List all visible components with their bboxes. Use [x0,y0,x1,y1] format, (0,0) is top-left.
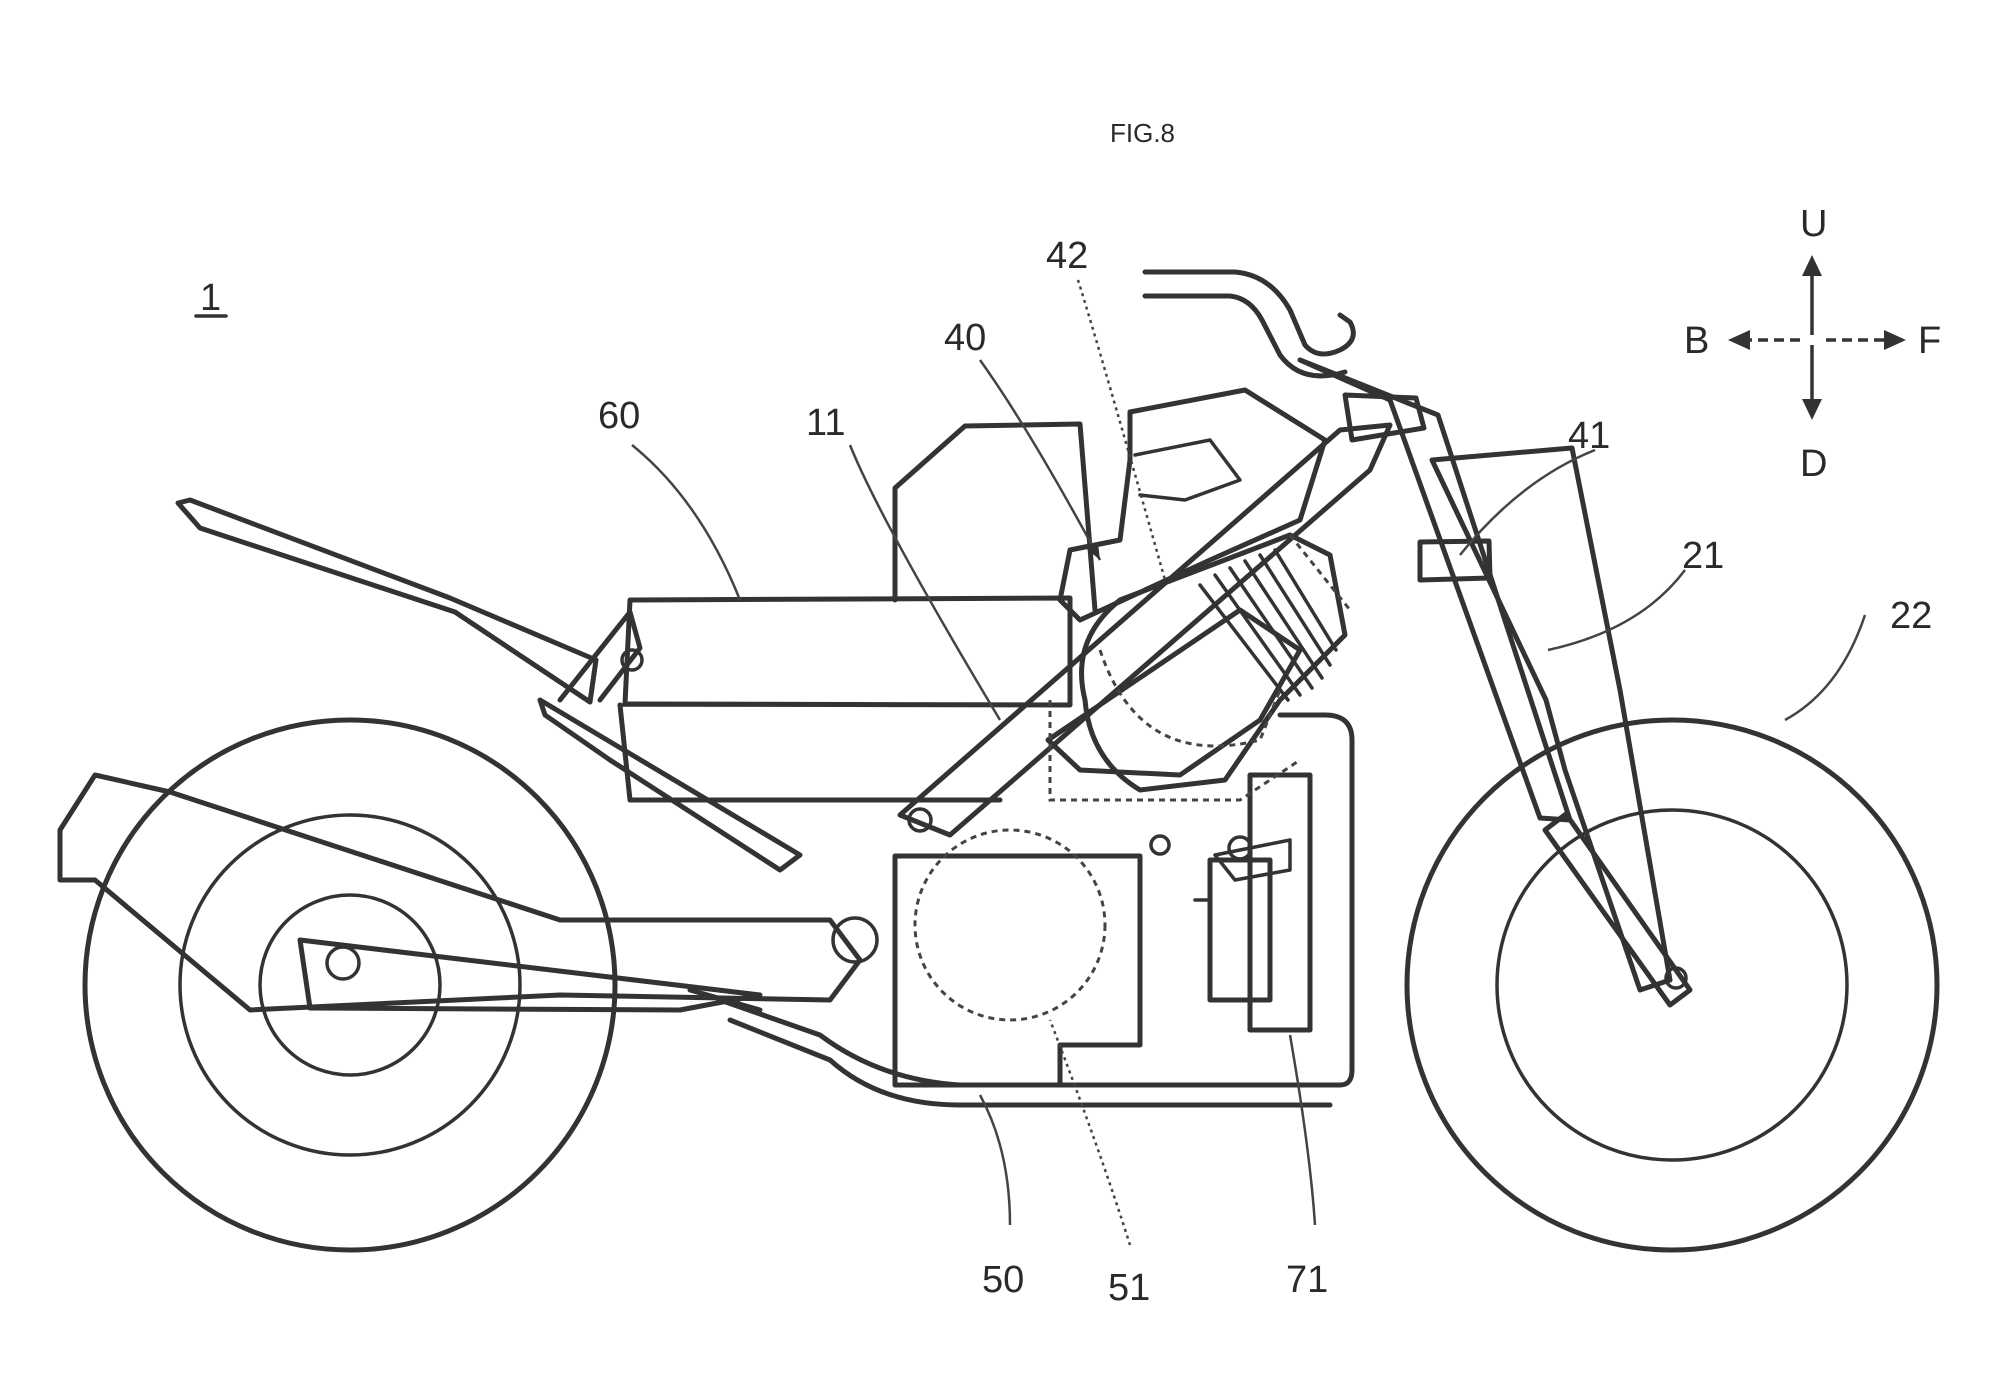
vehicle-reference-number: 1 [200,277,221,319]
leader-40-arrowhead [1082,543,1100,560]
rear-wheel [82,717,618,1253]
direction-compass: U D B F [1684,203,1941,485]
rear-subframe [175,497,803,873]
engine-cylinder [1079,532,1348,793]
label-51: 51 [1108,1267,1150,1309]
label-50: 50 [982,1259,1024,1301]
label-22: 22 [1890,595,1932,637]
label-71: 71 [1286,1259,1328,1301]
label-11: 11 [806,402,845,444]
front-wheel [1404,717,1940,1253]
seat [617,595,1073,803]
label-42: 42 [1046,235,1088,277]
figure-title: FIG.8 [1110,118,1175,148]
compass-up-label: U [1800,203,1827,245]
main-frame [897,422,1393,882]
motor-housing [892,828,1143,1088]
control-unit [1193,772,1313,1033]
handlebar [1142,269,1356,379]
front-fork [1297,357,1693,1008]
fuel-tank [892,387,1328,623]
swing-arm [57,772,879,1013]
label-60: 60 [598,395,640,437]
compass-front-label: F [1918,320,1941,362]
compass-back-label: B [1684,320,1709,362]
lower-cradle-frame [687,712,1355,1108]
compass-down-label: D [1800,443,1827,485]
leader-lines [631,279,1867,1246]
label-40: 40 [944,317,986,359]
label-21: 21 [1682,535,1724,577]
label-41: 41 [1568,415,1610,457]
hidden-outline [1048,534,1352,802]
